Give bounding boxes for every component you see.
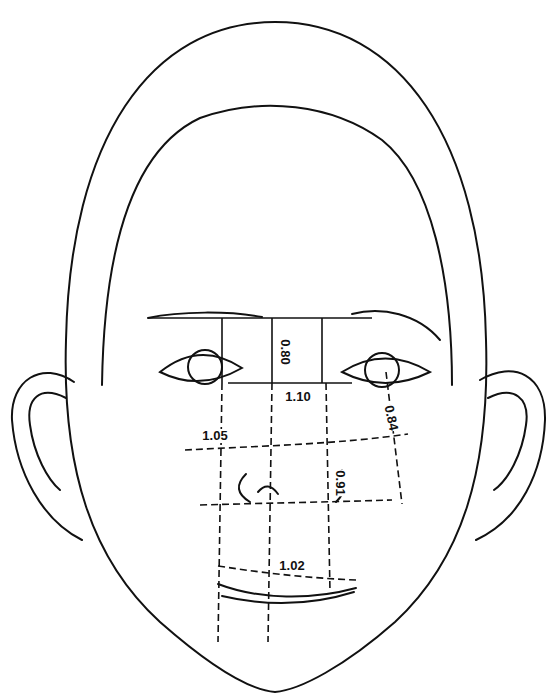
measure-line [271,318,273,383]
left-eye [160,355,242,381]
hairline [102,106,452,385]
dashed-line [218,383,222,642]
dashed-line [386,372,402,504]
eye-line [228,382,352,384]
left-ear [12,373,82,540]
measurement-value: 0.80 [278,338,292,365]
measurement-value: 0.84 [381,403,400,433]
brow-line [148,317,372,319]
measurement-value: 1.05 [201,429,228,443]
right-eye [342,359,430,384]
left-iris [188,350,222,384]
measure-line [321,318,323,383]
nostril-left [239,474,250,502]
measurement-value: 1.10 [284,390,311,404]
right-eyebrow [352,311,440,340]
left-ear-inner [29,393,66,490]
head-outline [66,22,487,692]
measure-line [221,318,223,383]
left-eyebrow [148,313,262,318]
mouth-bottom [222,592,354,603]
measurement-value: 0.91 [333,469,347,496]
right-ear-inner [488,393,527,490]
nose-tip [258,486,278,494]
right-iris [365,353,399,387]
dashed-line [326,383,330,592]
right-ear [476,371,545,540]
measurement-value: 1.02 [278,559,305,573]
dashed-line [268,383,272,642]
dashed-line [200,500,392,505]
mouth-top [218,584,356,597]
